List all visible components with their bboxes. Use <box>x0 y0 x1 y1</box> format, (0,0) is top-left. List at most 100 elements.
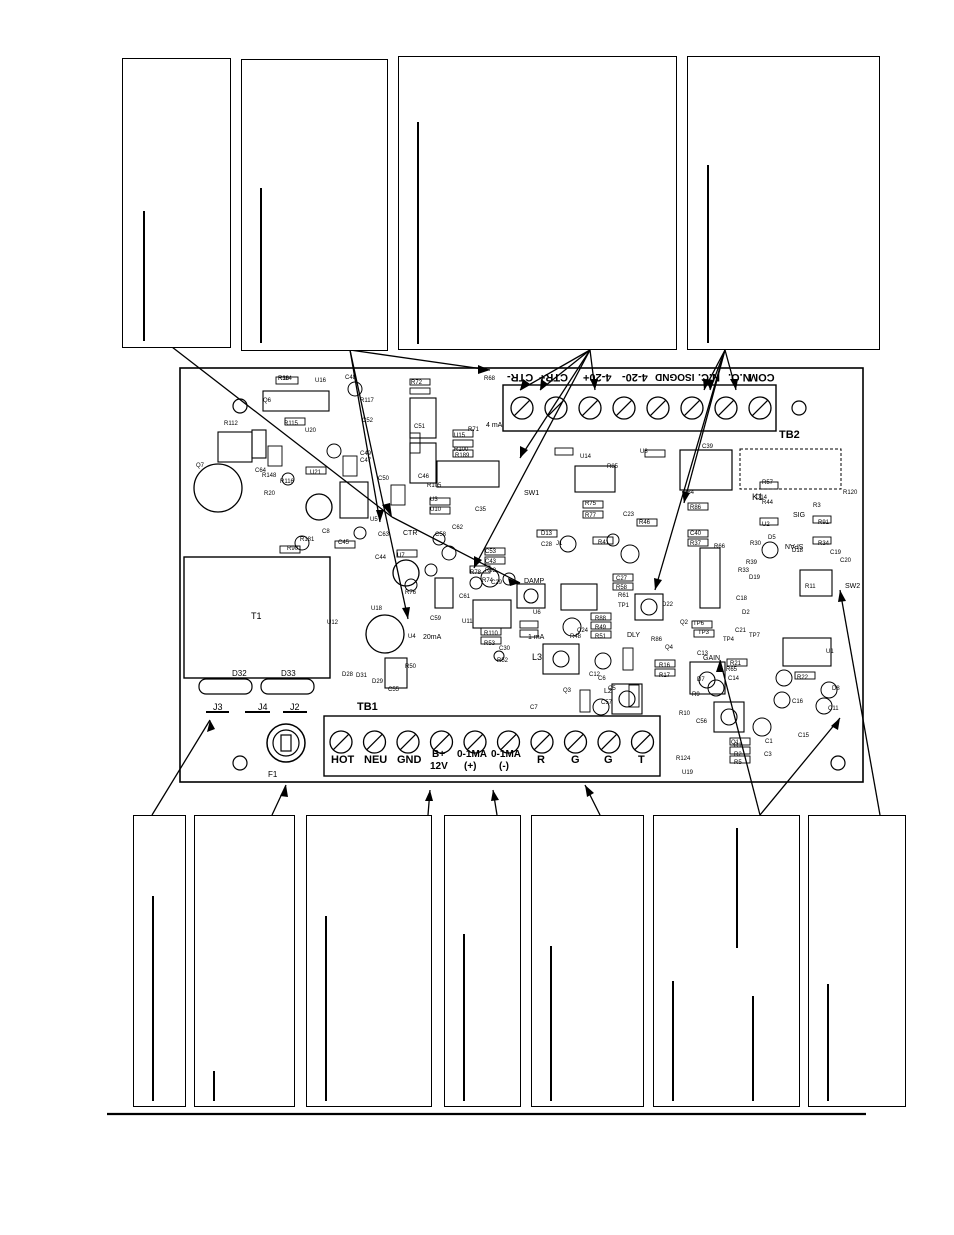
tb1-terminal-gnd: GND <box>397 754 422 766</box>
fuse-f1-label: F1 <box>268 770 278 779</box>
component-ref-label: U12 <box>327 620 339 626</box>
resistor <box>592 536 614 545</box>
callout-box-bottom-6 <box>653 815 800 1107</box>
ic-package <box>782 637 832 667</box>
component-ref-label: C64 <box>255 468 267 474</box>
component-ref-label: C24 <box>577 628 589 634</box>
tb1-screw <box>597 730 621 754</box>
component-ref-label: D7 <box>697 677 705 683</box>
component-ref-label: R52 <box>497 658 509 664</box>
component-ref-label: R66 <box>714 544 726 550</box>
component-ref-label: R85 <box>607 464 619 470</box>
tb2-screw <box>748 396 772 420</box>
component-ref-label: C52 <box>362 418 374 424</box>
component-ref-label: D19 <box>749 575 761 581</box>
tb1-terminal-bplus: B+ <box>432 749 446 760</box>
resistor <box>554 447 574 456</box>
resistor <box>519 629 539 638</box>
callout-box-bottom-1 <box>133 815 186 1107</box>
component-ref-label: C5 <box>608 686 616 692</box>
resistor <box>452 439 474 448</box>
diode-d33-label: D33 <box>281 669 296 678</box>
component-ref-label: C50 <box>378 476 390 482</box>
component-ref-label: C11 <box>828 706 839 712</box>
tb1-terminal-g2: G <box>604 754 613 766</box>
resistor <box>729 746 751 755</box>
component-ref-label: R65 <box>726 667 738 673</box>
component-ref-label: C29 <box>491 580 503 586</box>
component-ref-label: Q1 <box>731 740 740 746</box>
capacitor <box>594 652 612 670</box>
component-ref-label: C39 <box>702 444 714 450</box>
component-ref-label: R39 <box>746 560 758 566</box>
ic-package <box>409 442 437 484</box>
component-ref-label: C40 <box>690 531 702 537</box>
callout-box-top-2 <box>241 59 388 351</box>
tb2-terminal-4-20-plus: 4-20+ <box>583 371 612 383</box>
component-ref-label: R22 <box>797 675 809 681</box>
component-ref-label: R90 <box>287 546 299 552</box>
tb1-screw <box>496 730 521 754</box>
trim-label-ctr: CTR <box>403 530 418 537</box>
tb1-terminal-hot: HOT <box>331 754 355 766</box>
component-ref-label: TP6 <box>693 621 705 627</box>
jumper-j2-label: J2 <box>290 702 300 712</box>
ic-package <box>436 460 500 488</box>
resistor <box>693 629 715 638</box>
trim-label-sig: SIG <box>793 512 806 519</box>
resistor <box>484 556 506 565</box>
jumper-j3-label: J3 <box>213 702 223 712</box>
component-ref-label: R120 <box>843 490 858 496</box>
callout-box-top-1 <box>122 58 231 348</box>
capacitor <box>562 617 582 637</box>
component-ref-label: R11 <box>805 584 816 590</box>
transformer-t1-label: T1 <box>251 611 262 621</box>
tb1-screw <box>362 730 387 754</box>
component-ref-label: R16 <box>659 663 671 669</box>
capacitor <box>353 526 367 540</box>
component-ref-label: Q6 <box>263 398 272 404</box>
component-ref-label: R5 <box>734 760 742 766</box>
tb1-terminal-neu: NEU <box>364 754 388 766</box>
resistor <box>590 621 612 630</box>
component-ref-label: R148 <box>262 473 277 479</box>
component-ref-label: C43 <box>485 559 497 565</box>
component-ref-label: Q4 <box>665 645 674 651</box>
ic-package <box>472 599 512 629</box>
callout-box-bottom-4 <box>444 815 521 1107</box>
component-ref-label: R2 <box>734 752 742 758</box>
capacitor <box>761 541 779 559</box>
capacitor <box>620 544 640 564</box>
component-ref-label: C49 <box>360 451 372 457</box>
component-ref-label: R68 <box>484 376 496 382</box>
component-ref-label: C46 <box>418 474 430 480</box>
component-ref-label: C1 <box>765 739 773 745</box>
component-ref-label: C14 <box>728 676 740 682</box>
ic-package <box>384 657 408 689</box>
component-ref-label: R71 <box>468 427 480 433</box>
capacitor <box>281 472 295 486</box>
resistor <box>759 517 779 526</box>
capacitor <box>502 572 516 586</box>
capacitor <box>592 698 610 716</box>
capacitor <box>469 576 483 590</box>
trim-label-1ma: 1 mA <box>528 634 545 641</box>
component-ref-label: D8 <box>832 686 840 692</box>
component-ref-label: R115 <box>284 421 298 427</box>
tb2-terminal-ctr-minus: CTR- <box>507 371 534 383</box>
capacitor <box>432 532 446 546</box>
component-ref-label: C53 <box>485 549 497 555</box>
component-ref-label: R124 <box>676 756 691 762</box>
jumper-j4-label: J4 <box>258 702 268 712</box>
trim-label-gain: GAIN <box>703 655 721 662</box>
component-ref-label: C30 <box>499 646 511 652</box>
tb1-screw <box>630 730 655 754</box>
component-ref-label: R189 <box>455 453 470 459</box>
component-ref-label: TP7 <box>749 633 761 639</box>
trim-pots <box>516 583 745 733</box>
resistor <box>628 684 640 708</box>
component-ref-label: R20 <box>264 491 276 497</box>
component-ref-label: C59 <box>430 616 442 622</box>
mounting-hole <box>791 400 807 416</box>
resistor <box>409 432 421 454</box>
